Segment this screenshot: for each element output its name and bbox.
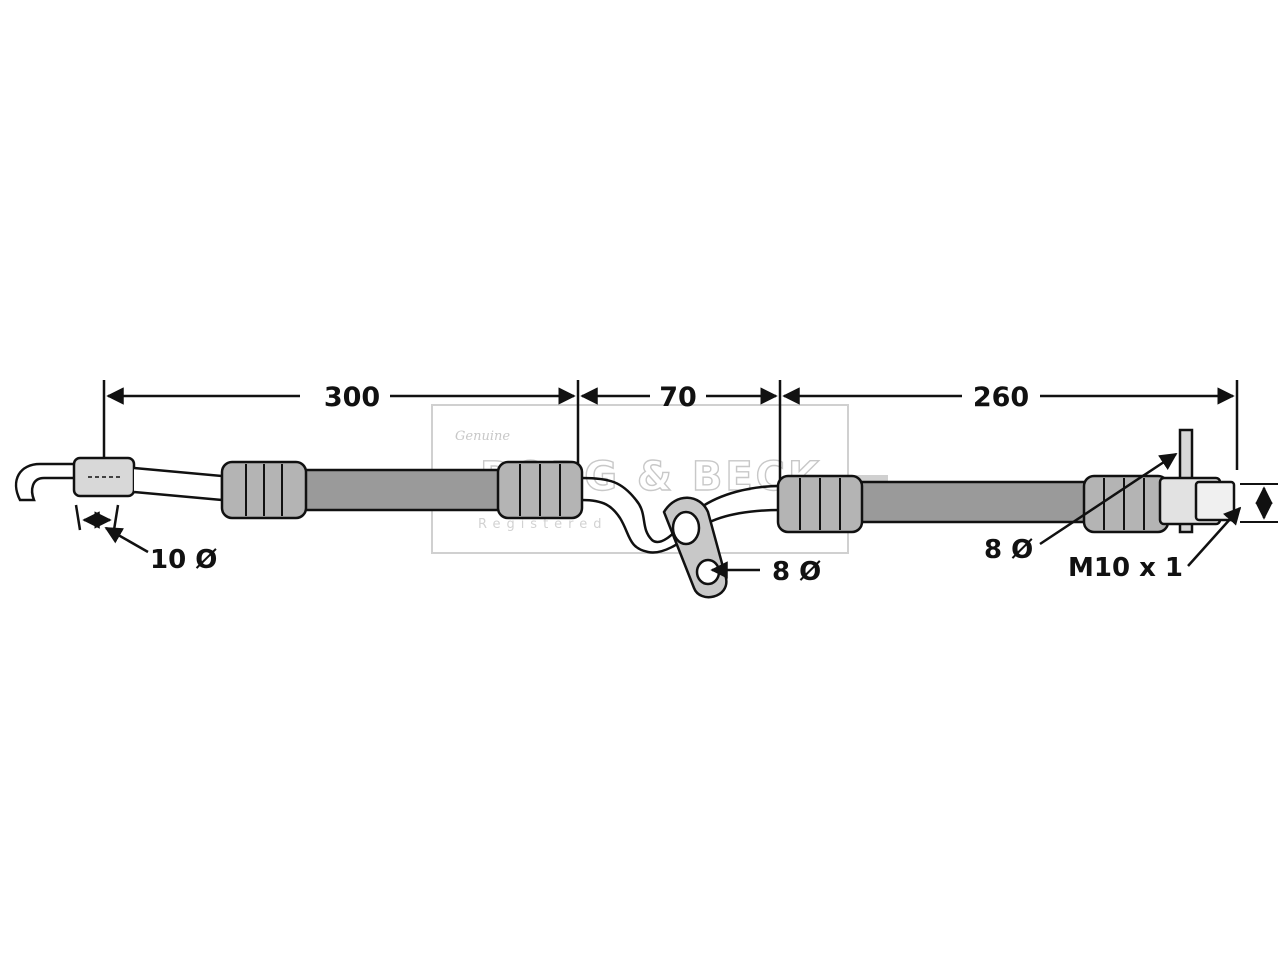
left-hose-body: [298, 468, 512, 512]
watermark-tagline: Registered: [478, 517, 608, 532]
label-right-diameter: 8 Ø: [984, 535, 1033, 565]
watermark-script: Genuine: [455, 429, 510, 444]
label-left-diameter: 10 Ø: [150, 545, 217, 575]
bracket-hole: [695, 558, 721, 586]
left-pipe-to-hose: [133, 466, 224, 502]
left-pipe-end: [14, 456, 224, 502]
dimension-label-70: 70: [659, 382, 697, 413]
right-ferrule-b: [1082, 474, 1170, 534]
right-thread-end: [1194, 480, 1236, 522]
right-hose-section: [776, 474, 1170, 534]
left-metal-pipe: [14, 462, 82, 502]
bracket-grommet: [671, 510, 701, 546]
label-bracket-hole: 8 Ø: [772, 557, 821, 587]
middle-bent-pipe-bottom: [581, 498, 781, 554]
dimension-label-300: 300: [324, 382, 380, 413]
dimension-label-260: 260: [973, 382, 1029, 413]
dimension-lines: [102, 380, 1239, 482]
right-end-fitting: [1158, 428, 1278, 534]
left-diameter-tick-b: [112, 504, 120, 531]
callout-right-diameter-leader: [1039, 452, 1178, 546]
right-hose-body: [848, 480, 1102, 524]
left-hose-section: [220, 460, 584, 520]
callout-thread-leader: [1187, 506, 1242, 567]
label-thread-spec: M10 x 1: [1068, 553, 1183, 583]
left-diameter-tick-a: [74, 504, 82, 531]
callout-left-diameter: [74, 504, 149, 554]
middle-bent-pipe-top: [581, 476, 781, 544]
left-diameter-leader: [104, 526, 149, 554]
